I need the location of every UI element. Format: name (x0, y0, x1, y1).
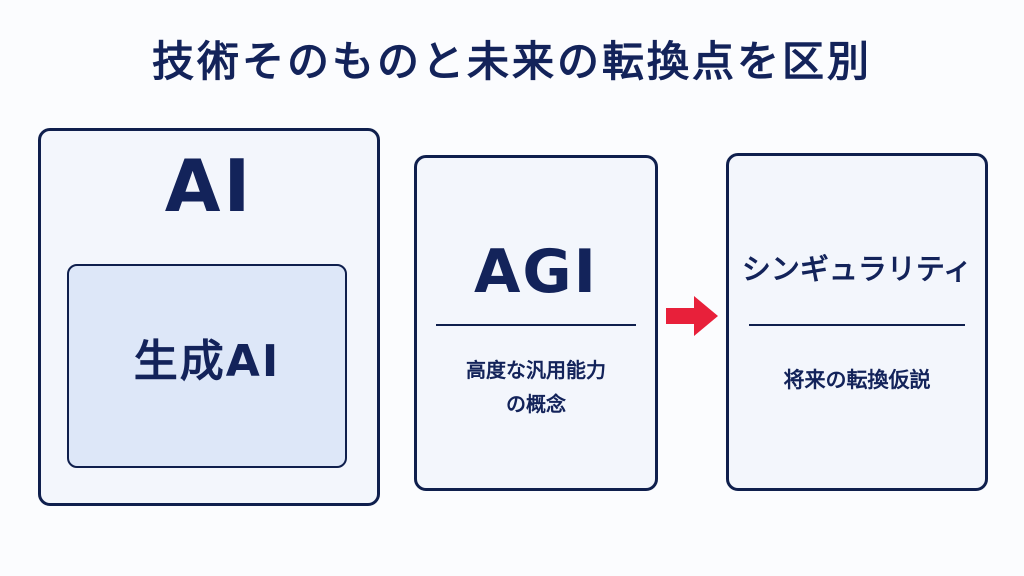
agi-description: 高度な汎用能力 の概念 (414, 353, 658, 421)
agi-label: AGI (473, 237, 598, 307)
singularity-label: シンギュラリティ (741, 252, 973, 286)
agi-description-line-1: 高度な汎用能力 (466, 358, 606, 382)
right-arrow-icon (666, 296, 718, 336)
agi-description-line-2: の概念 (506, 392, 566, 416)
agi-box (414, 155, 658, 491)
agi-divider (436, 324, 636, 326)
singularity-description: 将来の転換仮説 (783, 368, 931, 392)
generative-ai-box (67, 264, 347, 468)
ai-label: AI (164, 144, 254, 228)
singularity-box (726, 153, 988, 491)
singularity-divider (749, 324, 965, 326)
page-title: 技術そのものと未来の転換点を区別 (151, 37, 872, 86)
generative-ai-label: 生成AI (133, 336, 281, 387)
